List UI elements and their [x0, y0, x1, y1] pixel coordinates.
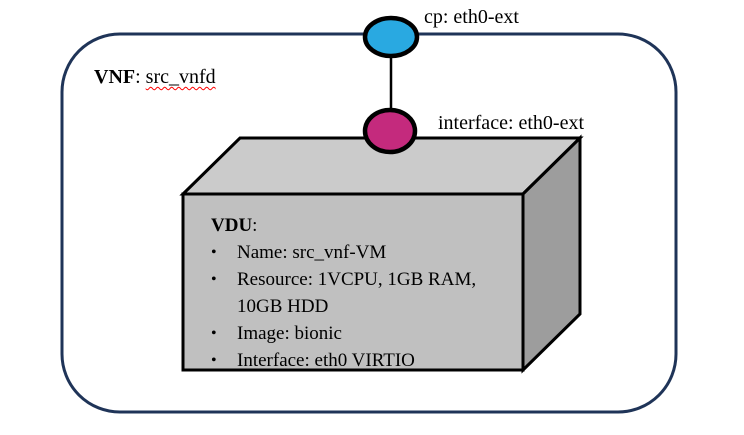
- bullet-icon: •: [211, 244, 217, 261]
- vnf-label-prefix: VNF: [94, 66, 136, 88]
- vdu-box-front-face: [181, 192, 525, 372]
- vdu-spec-text: Image: bionic: [237, 323, 342, 344]
- vdu-title: VDU:: [211, 212, 511, 239]
- vdu-title-bold: VDU: [211, 215, 253, 236]
- vdu-title-suffix: :: [252, 215, 258, 236]
- vdu-spec-list: • Name: src_vnf-VM • Resource: 1VCPU, 1GB R…: [211, 239, 511, 374]
- cp-label: cp: eth0-ext: [424, 6, 519, 28]
- vdu-spec-text: Resource: 1VCPU, 1GB RAM, 10GB HDD: [237, 269, 477, 317]
- vdu-spec-block: VDU: • Name: src_vnf-VM • Resource: 1VCPU, …: [211, 212, 511, 374]
- vdu-spec-item: • Name: src_vnf-VM: [211, 239, 511, 266]
- cp-node-ellipse: [362, 15, 420, 59]
- interface-node-ellipse: [362, 107, 418, 155]
- vdu-spec-text: Name: src_vnf-VM: [237, 242, 387, 263]
- vnf-label-separator: :: [135, 66, 146, 88]
- vnf-label: VNF: src_vnfd: [94, 66, 216, 88]
- bullet-icon: •: [211, 271, 217, 288]
- vdu-spec-item: • Image: bionic: [211, 320, 511, 347]
- vdu-spec-item: • Resource: 1VCPU, 1GB RAM, 10GB HDD: [211, 266, 511, 320]
- vdu-spec-text: Interface: eth0 VIRTIO: [237, 350, 415, 371]
- vdu-spec-item: • Interface: eth0 VIRTIO: [211, 347, 511, 374]
- bullet-icon: •: [211, 325, 217, 342]
- interface-label: interface: eth0-ext: [438, 112, 585, 134]
- bullet-icon: •: [211, 352, 217, 369]
- vnf-name-text: src_vnfd: [145, 66, 216, 88]
